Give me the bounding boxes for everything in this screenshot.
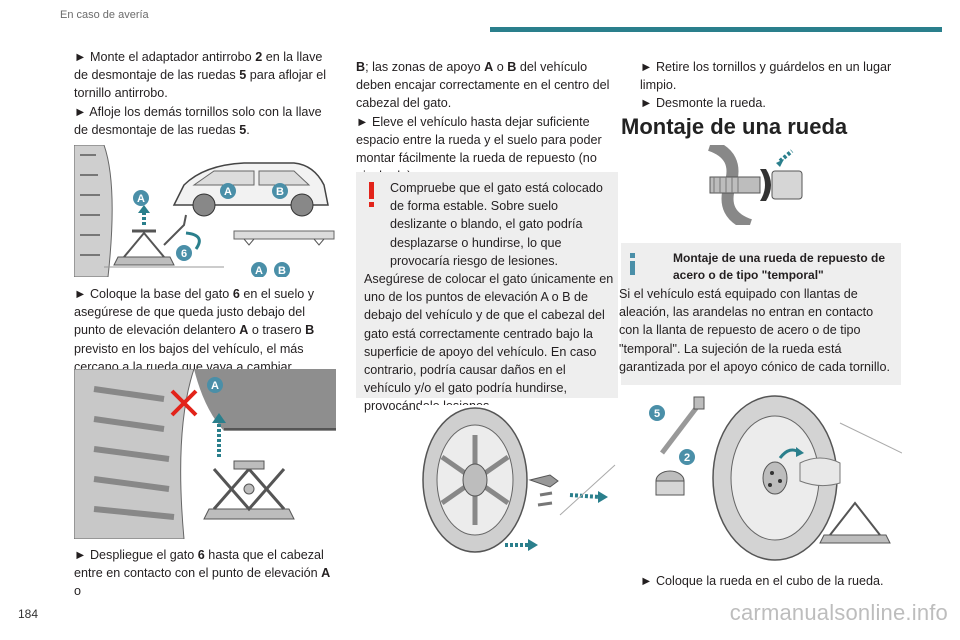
section-title: Montaje de una rueda [621, 114, 848, 139]
badge-a: A [207, 377, 223, 393]
col3-top-text: ► Retire los tornillos y guárdelos en un… [640, 58, 902, 113]
figure-jack-positioning: A A B 6 A B [74, 145, 336, 277]
prohibited-cross-icon [170, 389, 198, 417]
page-number: 184 [18, 607, 39, 621]
badge-a: A [133, 190, 149, 206]
col1-mid-text: ► Coloque la base del gato 6 en el suelo… [74, 285, 336, 376]
figure-wheel-removal [420, 405, 620, 555]
figure-wheel-mounting: 5 2 [640, 393, 902, 563]
warning-paragraph: Asegúrese de colocar el gato únicamente … [364, 272, 614, 414]
col3-bottom-text: ► Coloque la rueda en el cubo de la rued… [640, 572, 902, 590]
info-icon [630, 253, 635, 275]
badge-a: A [251, 262, 267, 277]
col2-top-text: B; las zonas de apoyo A o B del vehículo… [356, 58, 618, 185]
paragraph: B; las zonas de apoyo A o B del vehículo… [356, 60, 610, 111]
svg-text:5: 5 [654, 408, 660, 420]
header-title: En caso de avería [60, 9, 149, 21]
watermark: carmanualsonline.info [729, 600, 948, 625]
badge-b: B [274, 262, 290, 277]
warning-text: Compruebe que el gato está colocado de f… [364, 179, 614, 416]
svg-text:2: 2 [684, 452, 690, 464]
svg-text:A: A [255, 265, 263, 277]
figure-wheel-bolt [700, 145, 815, 225]
info-text: Montaje de una rueda de repuesto de acer… [619, 247, 893, 376]
paragraph: ► Monte el adaptador antirrobo 2 en la l… [74, 50, 327, 101]
svg-text:B: B [276, 186, 284, 198]
paragraph: ► Eleve el vehículo hasta dejar suficien… [356, 114, 602, 184]
warning-paragraph: Compruebe que el gato está colocado de f… [390, 181, 603, 268]
badge-6: 6 [176, 245, 192, 261]
svg-text:A: A [224, 186, 232, 198]
info-box: Montaje de una rueda de repuesto de acer… [619, 243, 901, 385]
figure-jack-placement: A [74, 369, 336, 539]
paragraph: ► Despliegue el gato 6 hasta que el cabe… [74, 548, 331, 599]
col1-bottom-text: ► Despliegue el gato 6 hasta que el cabe… [74, 546, 336, 601]
header-accent-bar [490, 27, 942, 32]
paragraph: ► Coloque la base del gato 6 en el suelo… [74, 287, 315, 374]
badge-a: A [220, 183, 236, 199]
info-body: Si el vehículo está equipado con llantas… [619, 287, 890, 374]
paragraph: ► Afloje los demás tornillos solo con la… [74, 104, 322, 137]
info-title: Montaje de una rueda de repuesto de acer… [673, 251, 886, 282]
svg-text:6: 6 [181, 248, 187, 260]
warning-box: Compruebe que el gato está colocado de f… [356, 172, 618, 413]
badge-b: B [272, 183, 288, 199]
col1-top-text: ► Monte el adaptador antirrobo 2 en la l… [74, 48, 336, 139]
svg-text:A: A [211, 380, 219, 392]
svg-text:B: B [278, 265, 286, 277]
warning-icon [369, 182, 374, 207]
svg-text:A: A [137, 193, 145, 205]
paragraph: ► Desmonte la rueda. [640, 96, 766, 111]
paragraph: ► Retire los tornillos y guárdelos en un… [640, 60, 892, 93]
paragraph: ► Coloque la rueda en el cubo de la rued… [640, 574, 884, 588]
badge-2: 2 [679, 449, 695, 465]
badge-5: 5 [649, 405, 665, 421]
